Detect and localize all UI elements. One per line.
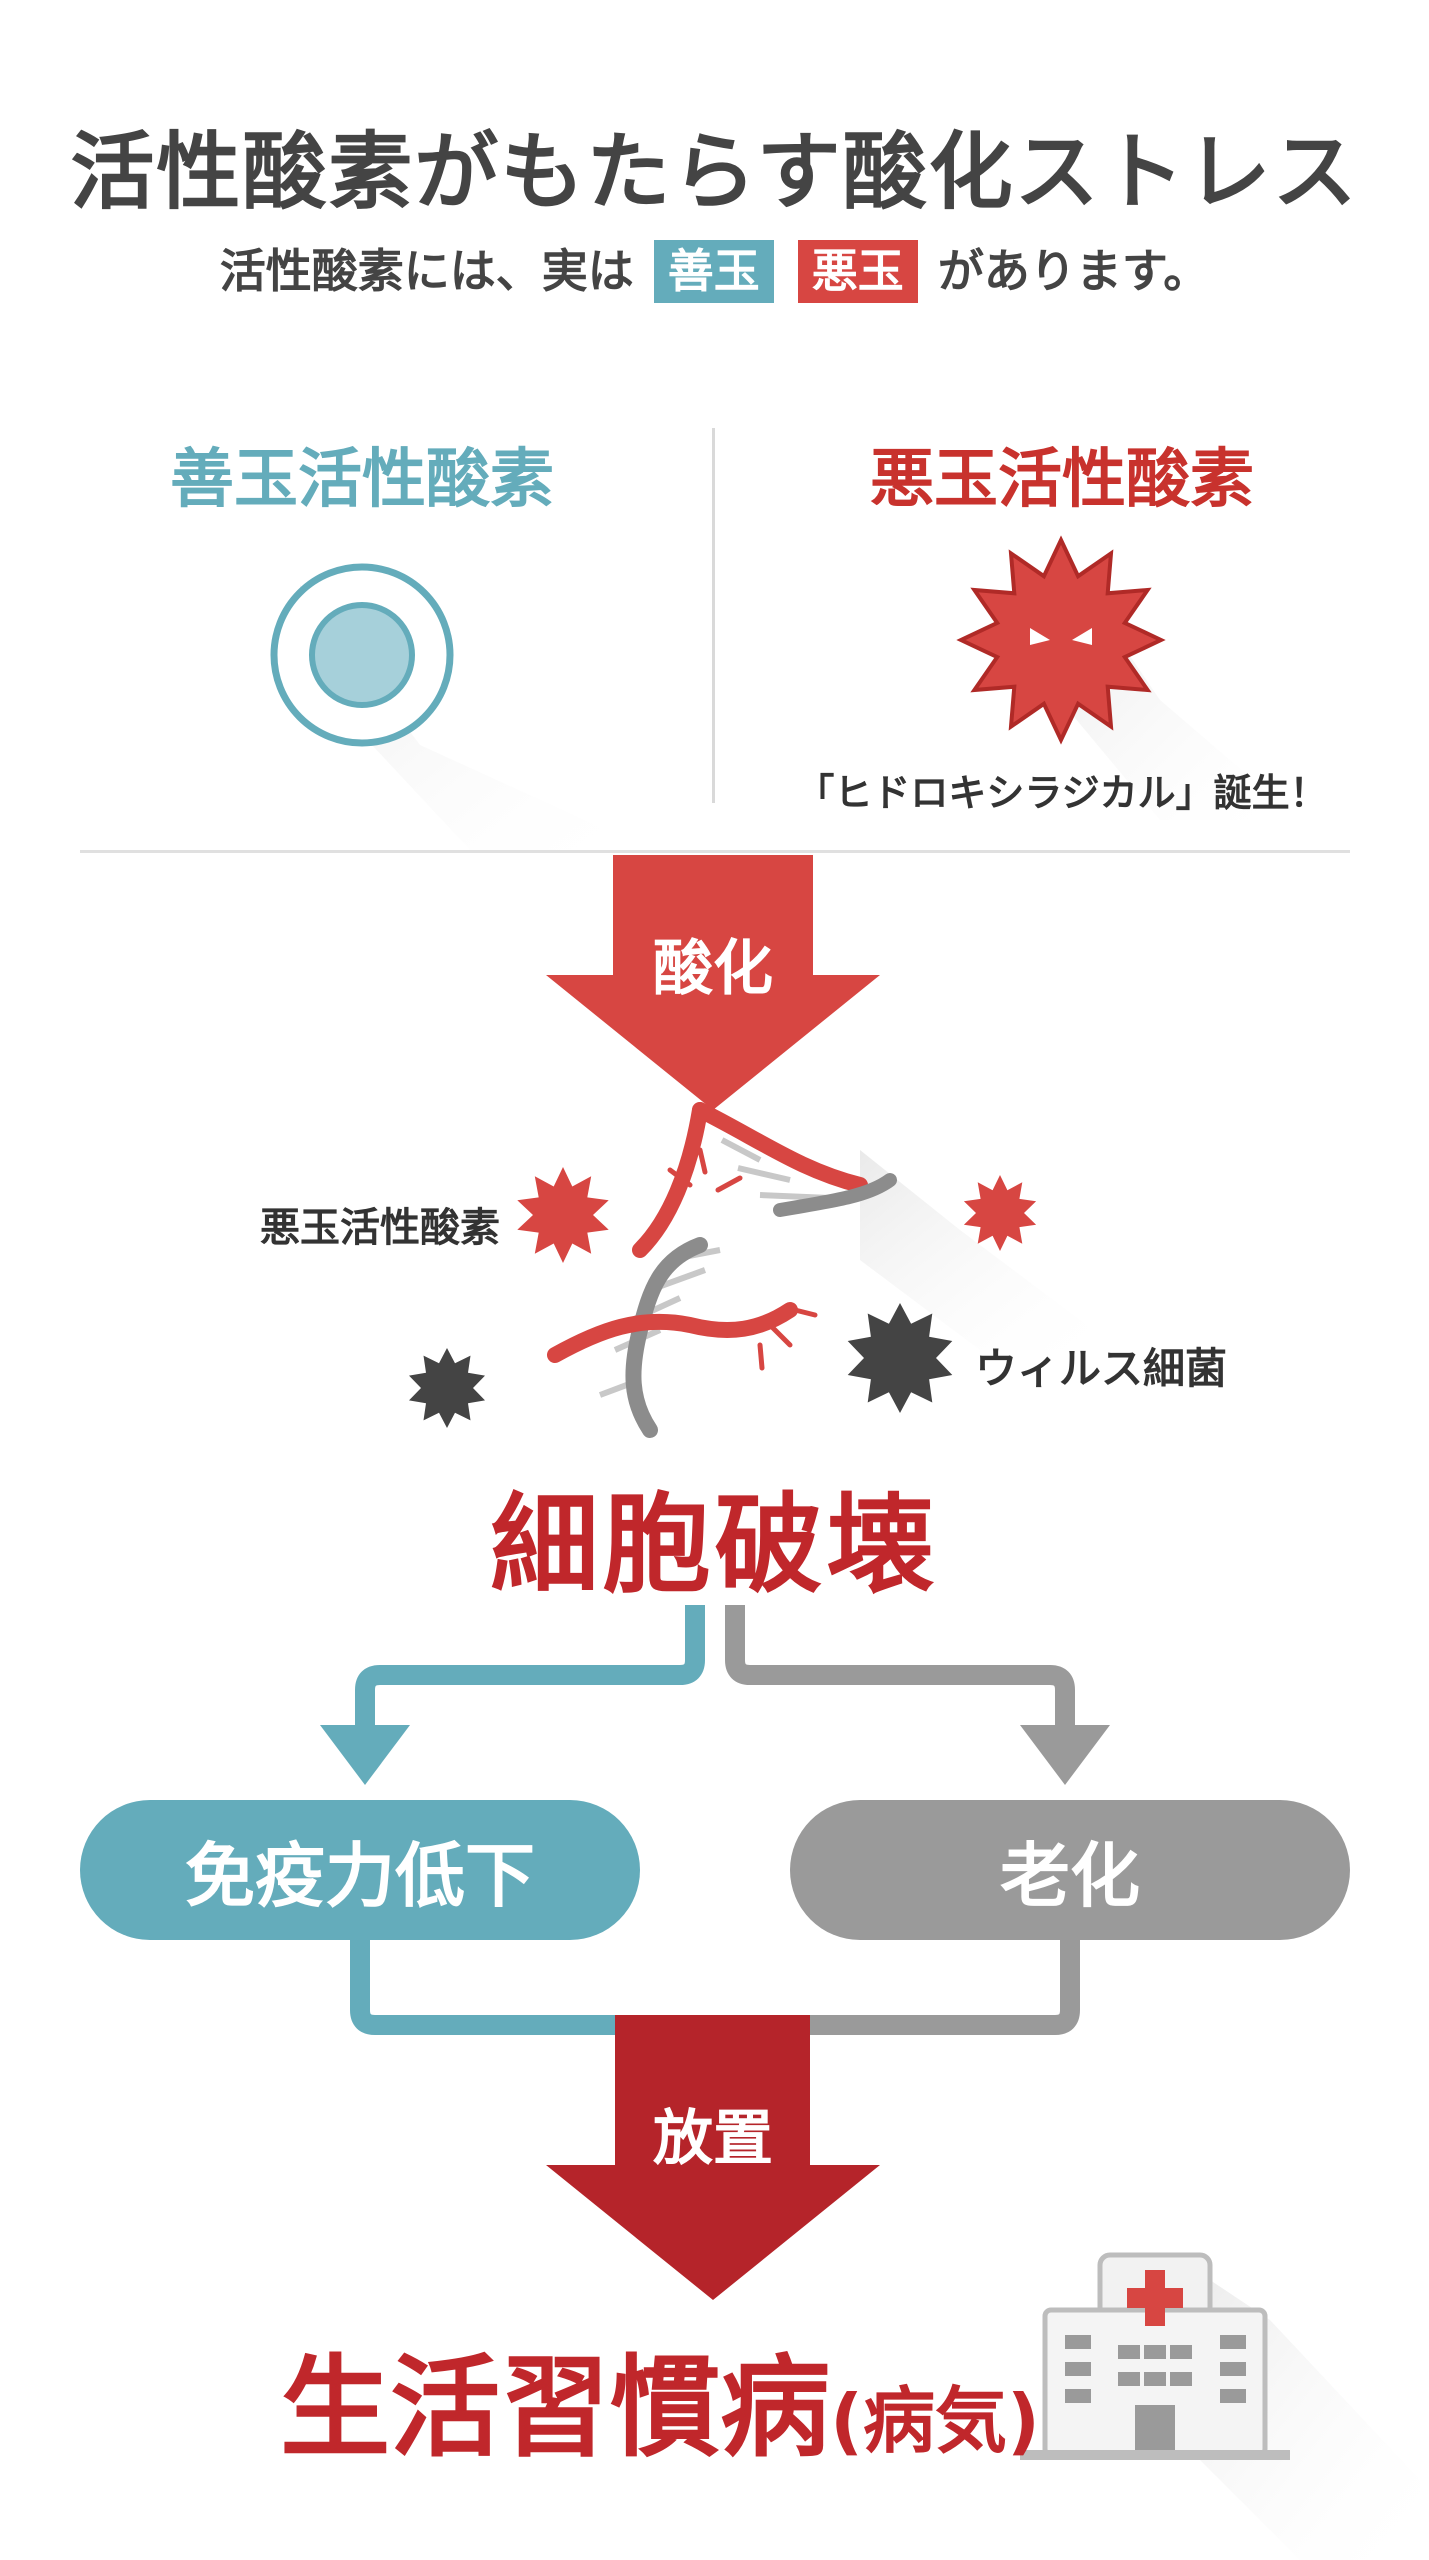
virus-icon: [409, 1303, 953, 1428]
gray-branch-connector: [725, 1605, 1075, 1730]
bad-oxygen-title: 悪玉活性酸素: [870, 443, 1254, 517]
oxidation-arrow: [546, 855, 880, 1110]
cell-destruction-label: 細胞破壊: [490, 1483, 939, 1608]
teal-branch-arrowhead: [320, 1725, 410, 1785]
subtitle-suffix: があります。: [937, 244, 1210, 298]
disease-main-text: 生活習慣病: [280, 2344, 831, 2472]
good-tag-badge: 善玉: [653, 240, 774, 304]
virus-bacteria-label: ウィルス細菌: [975, 1344, 1228, 1393]
dna-shadow: [860, 1150, 1120, 1350]
gray-branch-arrowhead: [1020, 1725, 1110, 1785]
spiky-radical-icon: [956, 535, 1166, 745]
hydroxyl-radical-caption: 「ヒドロキシラジカル」誕生！: [796, 771, 1328, 815]
lifestyle-disease-label: 生活習慣病(病気): [270, 2318, 1050, 2478]
good-oxygen-title: 善玉活性酸素: [170, 443, 554, 517]
aging-label: 老化: [1000, 1834, 1140, 1917]
ring-icon: [270, 563, 454, 747]
bad-tag-badge: 悪玉: [797, 240, 918, 304]
column-divider: [712, 428, 715, 803]
immunity-decline-label: 免疫力低下: [185, 1834, 535, 1917]
subtitle: 活性酸素には、実は 善玉 悪玉 があります。: [0, 235, 1429, 304]
section-divider: [80, 850, 1350, 853]
oxidation-label: 酸化: [653, 934, 773, 1004]
aging-pill: 老化: [790, 1800, 1350, 1940]
immunity-decline-pill: 免疫力低下: [80, 1800, 640, 1940]
dna-helix-icon: [547, 1102, 897, 1438]
neglect-label: 放置: [653, 2104, 773, 2174]
gray-merge-connector: [800, 1935, 1080, 2035]
spiky-radical-icon: [517, 1167, 1037, 1263]
teal-branch-connector: [355, 1605, 705, 1730]
teal-merge-connector: [350, 1935, 620, 2035]
subtitle-prefix: 活性酸素には、実は: [219, 244, 634, 298]
disease-paren-text: (病気): [830, 2379, 1040, 2463]
page-title: 活性酸素がもたらす酸化ストレス: [0, 105, 1429, 226]
hospital-icon: [1020, 2252, 1290, 2460]
bad-oxygen-label: 悪玉活性酸素: [260, 1205, 500, 1251]
page-title-text: 活性酸素がもたらす酸化ストレス: [70, 123, 1359, 221]
neglect-arrow: [546, 2015, 880, 2300]
